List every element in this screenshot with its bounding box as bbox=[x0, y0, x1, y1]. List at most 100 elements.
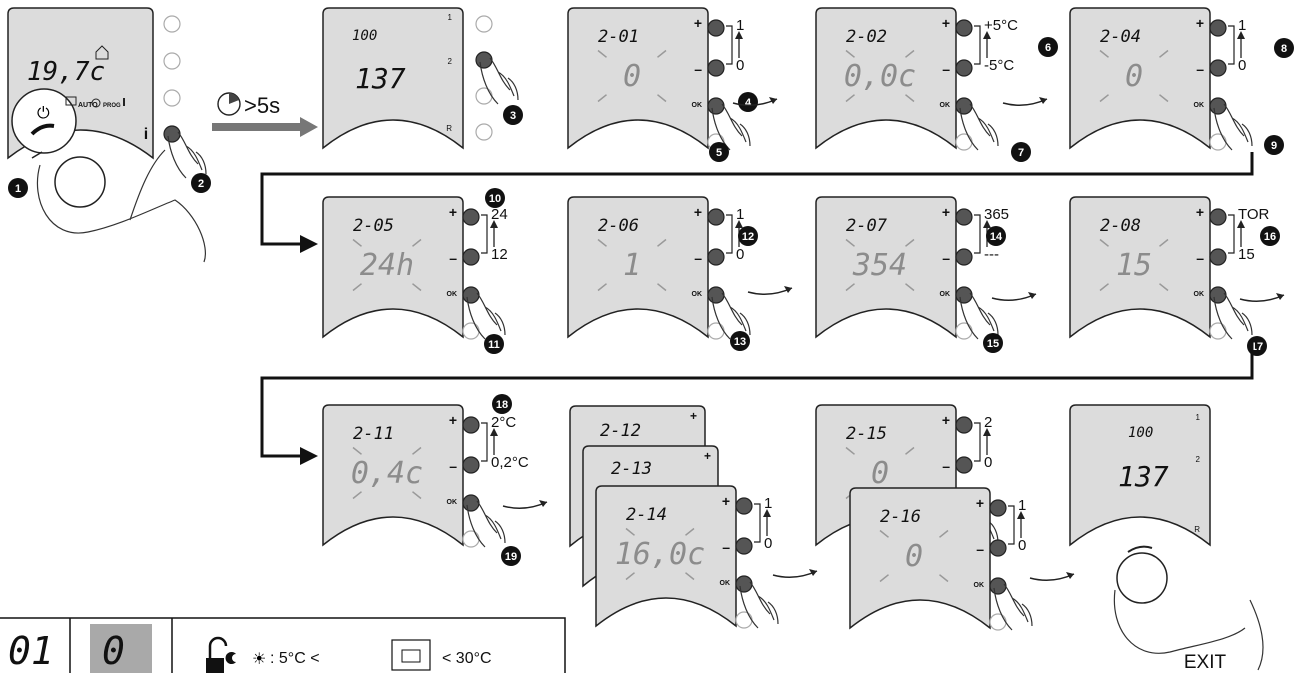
plus-button[interactable] bbox=[462, 208, 480, 226]
increase-arrow-icon bbox=[490, 220, 498, 228]
step-number-badge: 3 bbox=[503, 105, 523, 125]
rotate-arrow-icon bbox=[1127, 545, 1153, 553]
range-min: 0,2°C bbox=[491, 454, 529, 471]
minus-button[interactable] bbox=[955, 456, 973, 474]
parameter-screen bbox=[849, 487, 991, 630]
minus-button[interactable] bbox=[707, 248, 725, 266]
step-number: 10 bbox=[489, 193, 501, 205]
lower-button[interactable] bbox=[707, 322, 725, 340]
parameter-value: 0,0c bbox=[844, 59, 916, 94]
plus-button[interactable] bbox=[989, 499, 1007, 517]
plus-button[interactable] bbox=[707, 208, 725, 226]
increase-arrow-icon bbox=[983, 428, 991, 436]
step-number-badge: 9 bbox=[1264, 135, 1284, 155]
ok-button[interactable] bbox=[735, 575, 753, 593]
parameter-screen bbox=[1069, 196, 1211, 339]
parameter-code: 2-07 bbox=[846, 216, 888, 236]
lower-button[interactable] bbox=[955, 322, 973, 340]
ok-button[interactable] bbox=[707, 286, 725, 304]
step-number: 17 bbox=[1251, 341, 1263, 353]
minus-button[interactable] bbox=[955, 248, 973, 266]
lower-button[interactable] bbox=[462, 530, 480, 548]
range-min: 0 bbox=[736, 57, 744, 74]
footer-value-cell bbox=[90, 624, 152, 673]
parameter-screen bbox=[322, 196, 464, 339]
side-button-r[interactable] bbox=[475, 123, 493, 141]
plus-button[interactable] bbox=[955, 208, 973, 226]
range-bracket bbox=[481, 422, 488, 462]
lower-button[interactable] bbox=[955, 133, 973, 151]
minus-label: – bbox=[449, 458, 457, 474]
minus-button[interactable] bbox=[1209, 248, 1227, 266]
parameter-screen bbox=[815, 7, 957, 150]
menu-number: 100 bbox=[352, 28, 377, 44]
minus-button[interactable] bbox=[955, 59, 973, 77]
footer-range-text: < 30°C bbox=[442, 650, 492, 667]
plus-label: + bbox=[1196, 204, 1204, 220]
plus-button[interactable] bbox=[955, 19, 973, 37]
plus-button[interactable] bbox=[1209, 19, 1227, 37]
range-bracket bbox=[726, 25, 733, 65]
ok-button[interactable] bbox=[955, 97, 973, 115]
ok-label: OK bbox=[720, 580, 731, 587]
exit-label: EXIT bbox=[1184, 652, 1227, 673]
lower-button[interactable] bbox=[735, 611, 753, 629]
plus-button[interactable] bbox=[955, 416, 973, 434]
parameter-screen bbox=[567, 7, 709, 150]
mode-dial[interactable] bbox=[54, 156, 106, 208]
plus-label: + bbox=[722, 493, 730, 509]
range-max: 1 bbox=[736, 206, 744, 223]
plus-button[interactable] bbox=[1209, 208, 1227, 226]
mode-prog-label: PROG bbox=[103, 103, 121, 109]
ok-button[interactable] bbox=[955, 286, 973, 304]
blinking-indicator-icon bbox=[352, 238, 422, 292]
minus-button[interactable] bbox=[989, 539, 1007, 557]
plus-button[interactable] bbox=[707, 19, 725, 37]
lower-button[interactable] bbox=[462, 322, 480, 340]
parameter-screen bbox=[1069, 7, 1211, 150]
next-arrow bbox=[991, 293, 1037, 301]
ok-button[interactable] bbox=[1209, 97, 1227, 115]
range-max: 1 bbox=[1018, 497, 1026, 514]
side-button-top[interactable] bbox=[163, 15, 181, 33]
side-button-1[interactable] bbox=[475, 15, 493, 33]
plus-button[interactable] bbox=[462, 416, 480, 434]
pointing-hand-icon bbox=[479, 57, 519, 105]
minus-button[interactable] bbox=[1209, 59, 1227, 77]
next-arrow bbox=[1002, 98, 1048, 106]
ok-button[interactable] bbox=[989, 577, 1007, 595]
plus-button[interactable] bbox=[735, 497, 753, 515]
side-button-bot[interactable] bbox=[163, 89, 181, 107]
step-number: 3 bbox=[510, 110, 516, 122]
side-button-2[interactable] bbox=[475, 51, 493, 69]
knob-position-mark bbox=[30, 123, 55, 136]
minus-label: – bbox=[449, 250, 457, 266]
lower-button[interactable] bbox=[989, 613, 1007, 631]
minus-button[interactable] bbox=[462, 456, 480, 474]
ok-button[interactable] bbox=[707, 97, 725, 115]
plus-label: + bbox=[942, 15, 950, 31]
step-number: 6 bbox=[1045, 42, 1051, 54]
ok-button[interactable] bbox=[462, 286, 480, 304]
lower-button[interactable] bbox=[1209, 133, 1227, 151]
minus-button[interactable] bbox=[735, 537, 753, 555]
step-number-badge: 19 bbox=[501, 546, 521, 566]
lower-button[interactable] bbox=[1209, 322, 1227, 340]
info-button[interactable] bbox=[163, 125, 181, 143]
parameter-code: 2-11 bbox=[353, 424, 394, 444]
parameter-code: 2-14 bbox=[626, 505, 667, 525]
parameter-value: 1 bbox=[623, 248, 641, 283]
plus-label: + bbox=[449, 412, 457, 428]
step-number: 15 bbox=[987, 338, 999, 350]
minus-button[interactable] bbox=[462, 248, 480, 266]
ok-label: OK bbox=[1194, 102, 1205, 109]
increase-arrow-icon bbox=[1017, 511, 1025, 519]
pointing-hand-icon bbox=[167, 131, 207, 179]
side-button-mid[interactable] bbox=[163, 52, 181, 70]
ok-button[interactable] bbox=[462, 494, 480, 512]
ok-button[interactable] bbox=[1209, 286, 1227, 304]
minus-button[interactable] bbox=[707, 59, 725, 77]
side-button-3[interactable] bbox=[475, 87, 493, 105]
ok-label: OK bbox=[447, 291, 458, 298]
mode-dial[interactable] bbox=[1116, 552, 1168, 604]
